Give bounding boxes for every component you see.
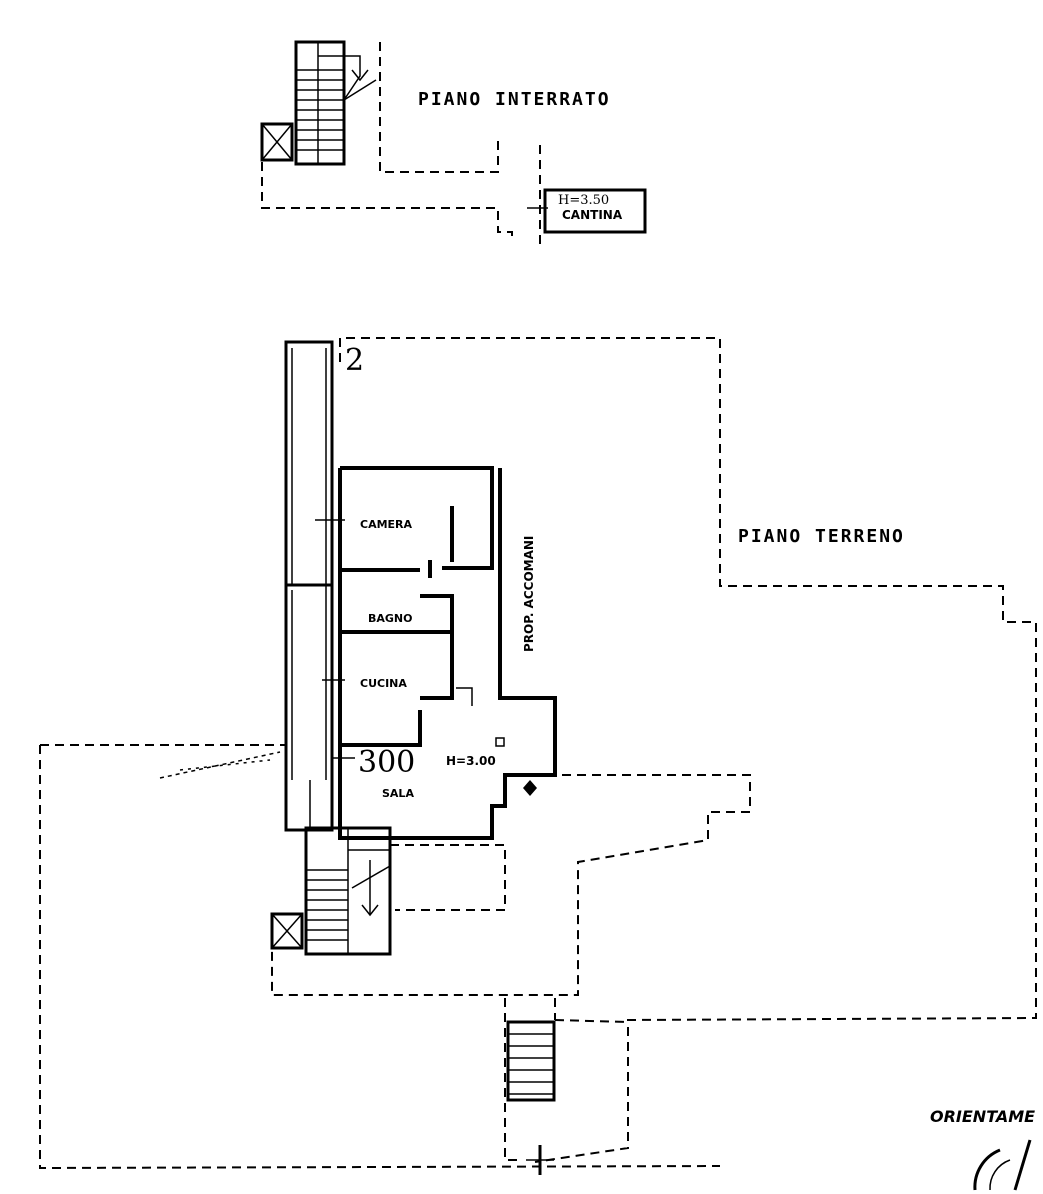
ground-floor-title: PIANO TERRENO xyxy=(738,526,905,547)
cantina-room: H=3.50 CANTINA xyxy=(543,188,647,234)
handwritten-number: 300 xyxy=(358,745,415,780)
ground-stair xyxy=(304,826,392,956)
basement-floor-title: PIANO INTERRATO xyxy=(418,89,611,110)
stair-arrow-icon xyxy=(351,69,369,82)
orientation-compass: ORIENTAME xyxy=(930,1107,1035,1191)
neighbor-label: PROP. ACCOMANI xyxy=(522,536,536,652)
compass-arc-icon xyxy=(973,1148,1001,1191)
external-stair xyxy=(504,998,556,1175)
ground-stair-arrow-icon xyxy=(361,904,379,917)
basement-elevator-icon xyxy=(260,122,294,162)
apartment-wall-top xyxy=(340,466,494,570)
basement-wall-bottom xyxy=(261,162,513,240)
basement-stair xyxy=(294,40,377,166)
entrance-marker-icon xyxy=(523,780,537,796)
basement-wall-top xyxy=(379,42,499,173)
bagno-label: BAGNO xyxy=(368,612,412,625)
unit-number: 2 xyxy=(345,343,364,378)
cucina-label: CUCINA xyxy=(360,677,407,690)
cantina-height-label: H=3.50 xyxy=(558,193,609,208)
cantina-label: CANTINA xyxy=(562,208,623,222)
basement-plan: H=3.50 CANTINA PIANO INTERRATO xyxy=(260,40,647,245)
ground-outline-right xyxy=(339,337,1037,1163)
sala-label: SALA xyxy=(382,787,414,800)
ground-plan: CAMERA BAGNO CUCINA SALA 300 H=3.00 PROP… xyxy=(39,337,1037,1175)
sala-height-label: H=3.00 xyxy=(446,754,496,768)
apartment xyxy=(315,466,557,840)
camera-label: CAMERA xyxy=(360,518,413,531)
ground-outline-left-bottom xyxy=(39,745,721,1170)
balcony xyxy=(284,340,334,832)
courtyard-outline xyxy=(390,844,506,911)
bathroom-wall xyxy=(340,594,454,634)
terrace-outline xyxy=(271,774,751,996)
orientation-label: ORIENTAME xyxy=(930,1107,1035,1126)
apartment-wall-outer xyxy=(338,468,557,840)
kitchen-wall xyxy=(420,632,454,700)
ground-elevator-icon xyxy=(270,912,304,950)
